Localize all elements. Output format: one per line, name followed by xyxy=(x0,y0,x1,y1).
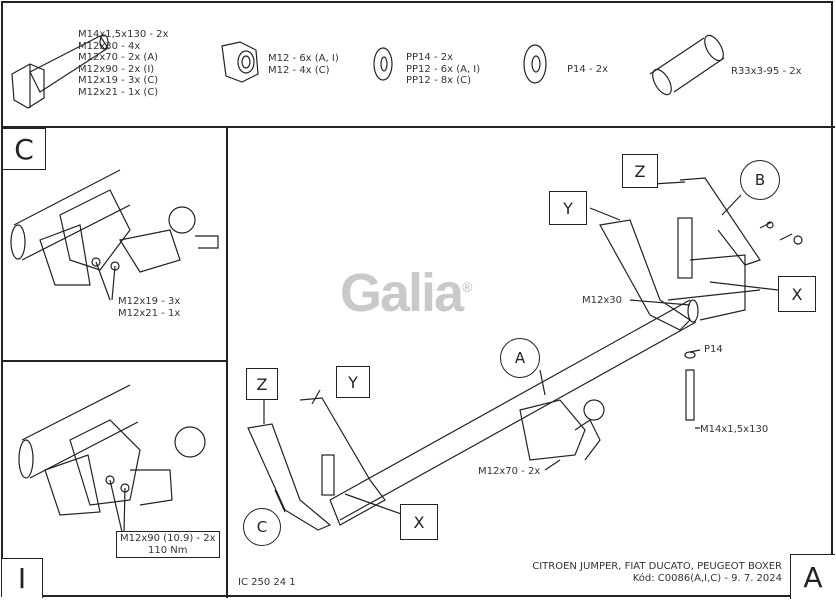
divider xyxy=(1,126,835,128)
part-label: M12x21 - 1x (C) xyxy=(78,86,159,98)
dim-label: M12x70 - 2x xyxy=(478,466,541,477)
panel-label-c: C xyxy=(2,128,46,170)
nut-list: M12 - 6x (A, I) M12 - 4x (C) xyxy=(268,53,339,76)
galia-logo: Galia® xyxy=(340,263,472,323)
towbar-detail-i xyxy=(18,384,206,533)
panel-label-a: A xyxy=(790,554,835,599)
dim-label: M14x1,5x130 xyxy=(700,424,769,435)
towbar-detail-c xyxy=(10,169,219,301)
panel-c-notes: M12x19 - 3x M12x21 - 1x xyxy=(118,296,180,319)
dim-label: M12x30 xyxy=(582,295,622,306)
callout-x: X xyxy=(400,504,438,540)
callout-z: Z xyxy=(246,368,278,400)
towbar-assembly-a xyxy=(247,177,803,531)
callout-a: A xyxy=(500,338,540,378)
part-label: M12x70 - 2x (A) xyxy=(78,52,159,63)
callout-c: C xyxy=(243,508,281,546)
note: M12x90 (10.9) - 2x xyxy=(120,533,216,544)
bolt-list: M14x1,5x130 - 2x M12x30 - 4x M12x70 - 2x… xyxy=(78,29,168,98)
panel-label-i: I xyxy=(2,558,43,598)
kit-code: Kód: C0086(A,I,C) - 9. 7. 2024 xyxy=(632,572,782,584)
bolt-icon xyxy=(11,34,109,109)
note: 110 Nm xyxy=(148,544,188,556)
callout-b: B xyxy=(740,160,780,200)
part-label: M12x19 - 3x (C) xyxy=(78,75,159,86)
washer-icon xyxy=(523,44,547,84)
note: M12x21 - 1x xyxy=(118,307,181,319)
title-block: CITROEN JUMPER, FIAT DUCATO, PEUGEOT BOX… xyxy=(528,561,782,584)
drawing-number: IC 250 24 1 xyxy=(238,577,296,588)
vehicle-models: CITROEN JUMPER, FIAT DUCATO, PEUGEOT BOX… xyxy=(532,561,782,572)
part-label: M12 - 4x (C) xyxy=(268,64,330,76)
panel-i-notes: M12x90 (10.9) - 2x 110 Nm xyxy=(116,531,220,558)
washer-icon xyxy=(373,47,393,81)
part-label: P14 - 2x xyxy=(567,64,609,75)
dim-label: P14 xyxy=(704,344,723,355)
part-label: M14x1,5x130 - 2x xyxy=(78,29,169,40)
part-label: R33x3-95 - 2x xyxy=(731,66,802,77)
callout-y: Y xyxy=(549,191,587,225)
tube-icon xyxy=(649,34,725,96)
note: M12x19 - 3x xyxy=(118,296,181,307)
part-label: PP14 - 2x xyxy=(406,52,454,63)
nut-icon xyxy=(221,41,259,83)
callout-z: Z xyxy=(622,154,658,188)
callout-y: Y xyxy=(336,366,370,398)
divider xyxy=(226,126,228,598)
part-label: M12x90 - 2x (I) xyxy=(78,63,155,75)
part-label: PP12 - 6x (A, I) xyxy=(406,63,481,75)
washer-list: PP14 - 2x PP12 - 6x (A, I) PP12 - 8x (C) xyxy=(406,52,480,87)
divider xyxy=(1,360,227,362)
part-label: M12x30 - 4x xyxy=(78,40,141,52)
part-label: M12 - 6x (A, I) xyxy=(268,53,339,64)
callout-x: X xyxy=(778,276,816,312)
part-label: PP12 - 8x (C) xyxy=(406,75,471,86)
